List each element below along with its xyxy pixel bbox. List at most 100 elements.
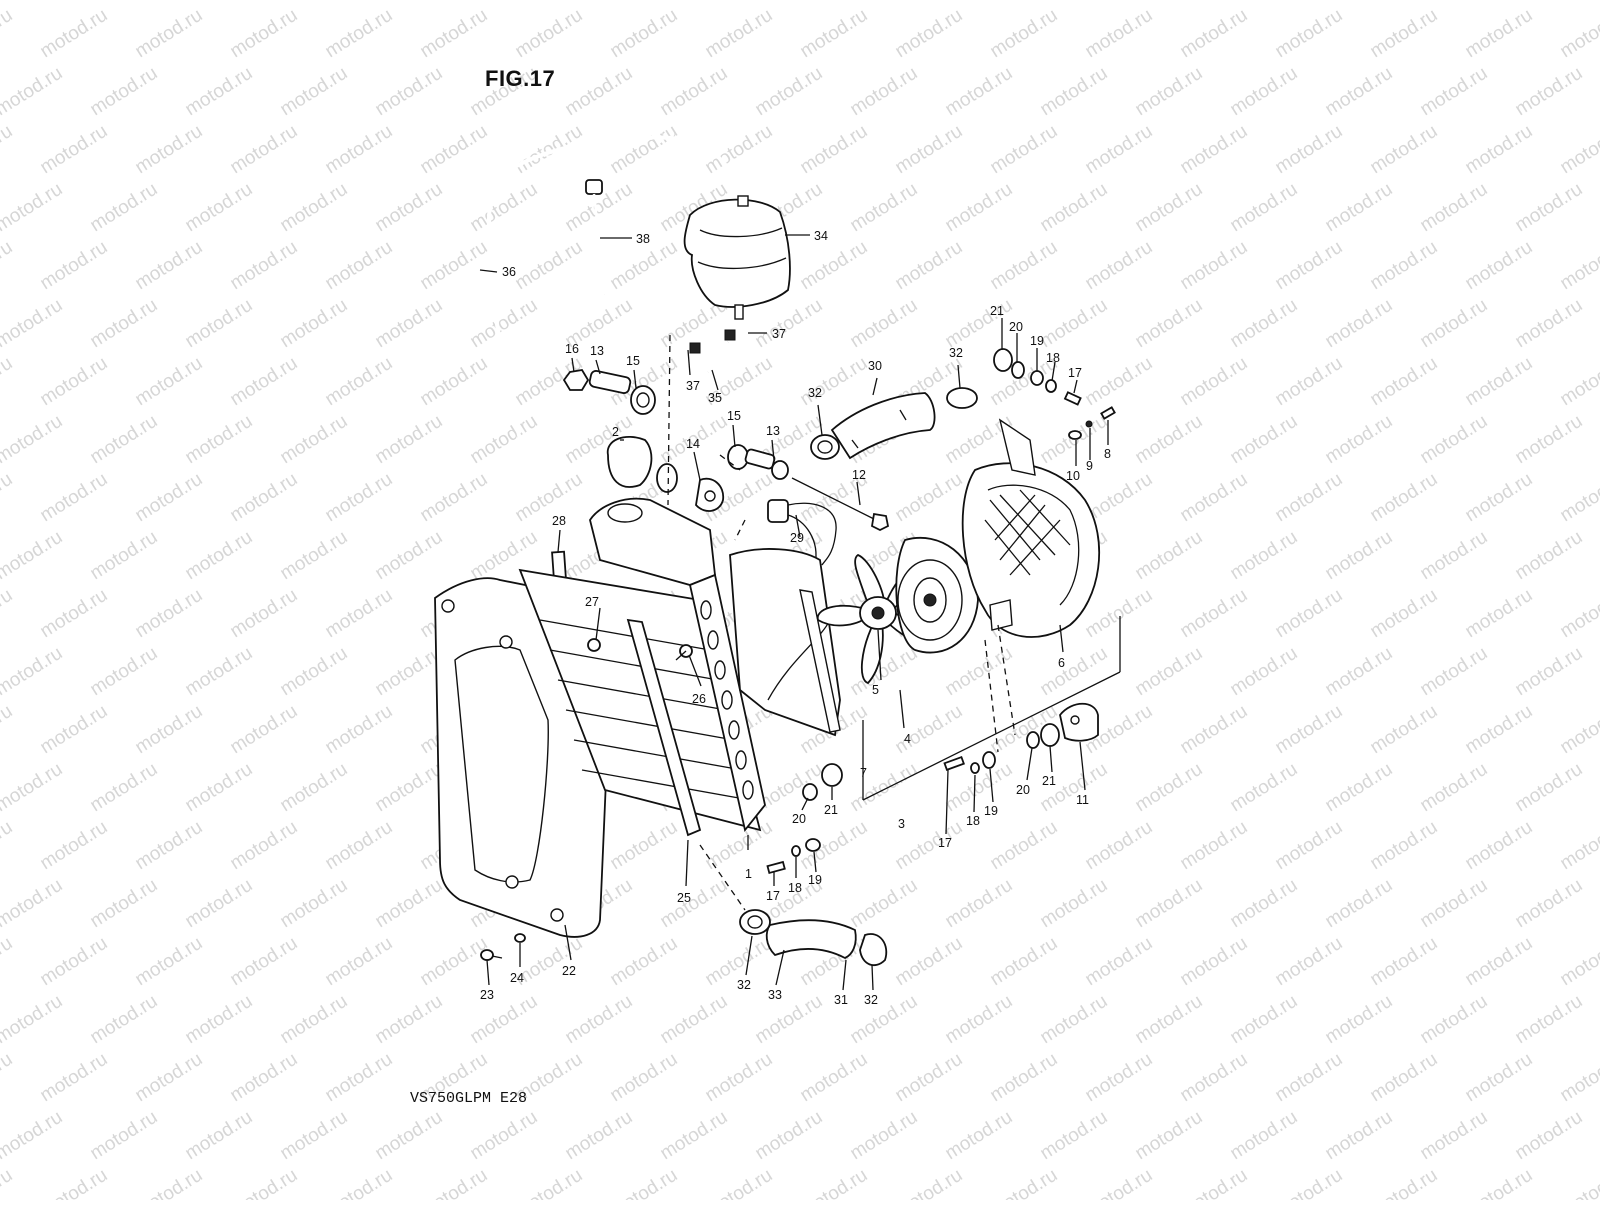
watermark-text: motod.ru (1322, 179, 1397, 237)
watermark-text: motod.ru (372, 63, 447, 121)
watermark-text: motod.ru (1322, 643, 1397, 701)
watermark-text: motod.ru (1082, 5, 1157, 63)
callout-6: 6 (1058, 656, 1065, 670)
watermark-text: motod.ru (182, 411, 257, 469)
watermark-text: motod.ru (1322, 527, 1397, 585)
watermark-text: motod.ru (847, 875, 922, 933)
watermark-text: motod.ru (132, 353, 207, 411)
watermark-text: motod.ru (1082, 1049, 1157, 1107)
callout-22: 22 (562, 964, 576, 978)
watermark-text: motod.ru (417, 353, 492, 411)
watermark-text: motod.ru (797, 1165, 872, 1200)
watermark-text: motod.ru (182, 643, 257, 701)
watermark-text: motod.ru (227, 585, 302, 643)
watermark-text: motod.ru (87, 1107, 162, 1165)
callout-4: 4 (904, 732, 911, 746)
watermark-text: motod.ru (1177, 817, 1252, 875)
watermark-text: motod.ru (277, 179, 352, 237)
watermark-text: motod.ru (182, 295, 257, 353)
watermark-text: motod.ru (1132, 643, 1207, 701)
watermark-text: motod.ru (227, 1049, 302, 1107)
watermark-text: motod.ru (1272, 469, 1347, 527)
watermark-text: motod.ru (1037, 295, 1112, 353)
fan-shroud (729, 548, 841, 737)
watermark-text: motod.ru (702, 121, 777, 179)
watermark-text: motod.ru (467, 1107, 542, 1165)
watermark-text: motod.ru (132, 1049, 207, 1107)
watermark-text: motod.ru (1177, 353, 1252, 411)
watermark-text: motod.ru (1367, 353, 1442, 411)
watermark-text: motod.ru (1512, 527, 1587, 585)
watermark-text: motod.ru (372, 1107, 447, 1165)
watermark-text: motod.ru (277, 63, 352, 121)
callout-29: 29 (790, 531, 804, 545)
callout-labels: 1 2 3 4 5 6 7 8 9 10 11 12 13 13 14 15 1… (480, 229, 1111, 1007)
watermark-text: motod.ru (372, 179, 447, 237)
watermark-text: motod.ru (1417, 527, 1492, 585)
callout-20b: 20 (1016, 783, 1030, 797)
callout-24: 24 (510, 971, 524, 985)
watermark-text: motod.ru (1512, 1107, 1587, 1165)
watermark-text: motod.ru (847, 1107, 922, 1165)
watermark-text: motod.ru (1367, 701, 1442, 759)
watermark-text: motod.ru (132, 585, 207, 643)
watermark-text: motod.ru (467, 0, 542, 4)
watermark-text: motod.ru (227, 469, 302, 527)
watermark-text: motod.ru (562, 0, 637, 4)
watermark-text: motod.ru (0, 759, 66, 817)
watermark-text: motod.ru (37, 469, 112, 527)
watermark-text: motod.ru (37, 237, 112, 295)
watermark-text: motod.ru (562, 1107, 637, 1165)
watermark-text: motod.ru (892, 701, 967, 759)
watermark-text: motod.ru (182, 179, 257, 237)
watermark-text: motod.ru (847, 179, 922, 237)
watermark-text: motod.ru (987, 817, 1062, 875)
callout-36: 36 (502, 265, 516, 279)
watermark-text: motod.ru (702, 1165, 777, 1200)
callout-5: 5 (872, 683, 879, 697)
watermark-text: motod.ru (942, 1107, 1017, 1165)
reservoir-strap (585, 179, 606, 296)
watermark-text: motod.ru (1417, 411, 1492, 469)
watermark-text: motod.ru (87, 411, 162, 469)
long-bolt (791, 477, 890, 532)
watermark-text: motod.ru (1367, 469, 1442, 527)
watermark-text: motod.ru (1462, 701, 1537, 759)
watermark-text: motod.ru (1557, 5, 1600, 63)
watermark-text: motod.ru (1177, 585, 1252, 643)
watermark-text: motod.ru (182, 1107, 257, 1165)
watermark-text: motod.ru (1272, 237, 1347, 295)
callout-28: 28 (552, 514, 566, 528)
watermark-text: motod.ru (1227, 63, 1302, 121)
watermark-text: motod.ru (1557, 237, 1600, 295)
watermark-text: motod.ru (322, 933, 397, 991)
watermark-text: motod.ru (372, 643, 447, 701)
watermark-text: motod.ru (1462, 933, 1537, 991)
watermark-text: motod.ru (797, 5, 872, 63)
watermark-text: motod.ru (372, 295, 447, 353)
watermark-text: motod.ru (467, 991, 542, 1049)
reservoir-tank (683, 195, 791, 320)
watermark-text: motod.ru (1177, 121, 1252, 179)
callout-38: 38 (636, 232, 650, 246)
watermark-text: motod.ru (1272, 701, 1347, 759)
watermark-text: motod.ru (0, 295, 66, 353)
watermark-text: motod.ru (1177, 701, 1252, 759)
watermark-text: motod.ru (752, 0, 827, 4)
watermark-text: motod.ru (1417, 991, 1492, 1049)
watermark-text: motod.ru (1322, 411, 1397, 469)
watermark-text: motod.ru (797, 1049, 872, 1107)
watermark-text: motod.ru (987, 121, 1062, 179)
watermark-text: motod.ru (417, 1165, 492, 1200)
callout-8: 8 (1104, 447, 1111, 461)
lower-right-hardware (943, 702, 1099, 774)
watermark-text: motod.ru (182, 0, 257, 4)
watermark-text: motod.ru (1082, 353, 1157, 411)
callout-21b: 21 (1042, 774, 1056, 788)
watermark-text: motod.ru (1272, 5, 1347, 63)
watermark-text: motod.ru (1367, 585, 1442, 643)
watermark-text: motod.ru (1417, 179, 1492, 237)
callout-21a: 21 (990, 304, 1004, 318)
watermark-text: motod.ru (1132, 759, 1207, 817)
watermark-text: motod.ru (1037, 875, 1112, 933)
